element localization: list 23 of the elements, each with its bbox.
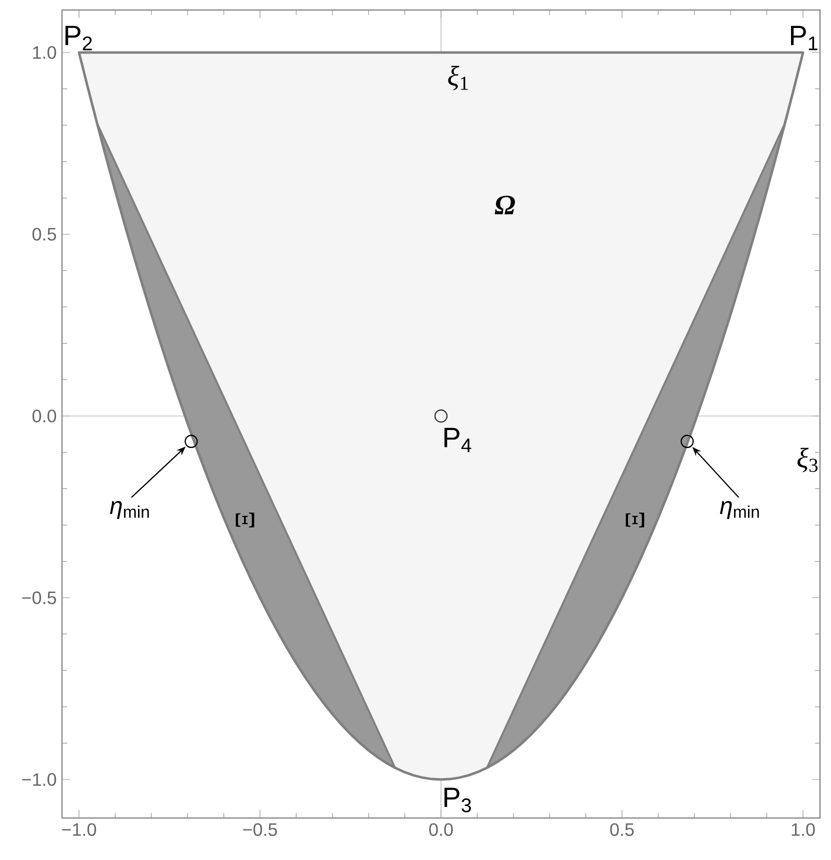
region-label: Ω — [494, 196, 515, 214]
tick-label: 0.5 — [32, 228, 56, 241]
tick-label: −1.0 — [22, 773, 56, 786]
point-label: η$_{min}$ — [110, 501, 149, 519]
point-marker — [184, 434, 198, 448]
point-label: P$_{2}$ — [66, 26, 92, 50]
tick-label: −0.5 — [243, 823, 277, 836]
tick-label: −1.0 — [62, 823, 96, 836]
point-label: P$_{4}$ — [444, 428, 472, 452]
tick-label: 1.0 — [33, 46, 56, 59]
point-label: P$_{1}$ — [791, 26, 818, 50]
region-label: Ξ — [236, 512, 254, 528]
axis-label: ξ$_{3}$ — [797, 448, 818, 472]
tick-label: 0.0 — [429, 823, 453, 836]
point-label: η$_{min}$ — [720, 501, 759, 519]
tick-label: −0.5 — [22, 591, 56, 604]
tick-label: 1.0 — [792, 823, 815, 836]
region-label: Ξ — [626, 512, 644, 528]
point-label: P$_{3}$ — [444, 788, 471, 812]
point-marker — [680, 434, 694, 448]
axis-label: ξ$_{1}$ — [448, 66, 468, 90]
tick-label: 0.5 — [610, 823, 634, 836]
tick-label: 0.0 — [32, 410, 56, 422]
